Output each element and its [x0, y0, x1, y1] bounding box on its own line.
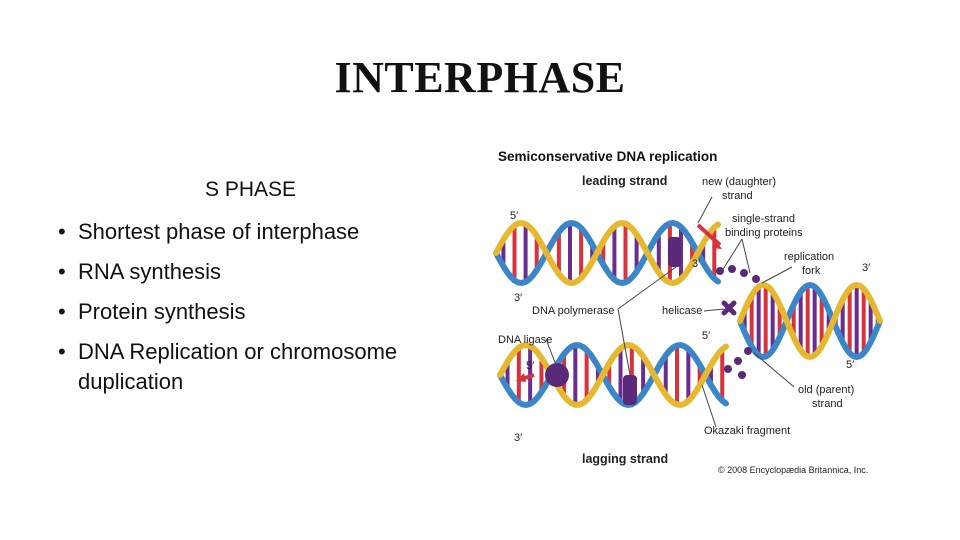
new-daughter-strand-label-2: strand [722, 190, 753, 202]
three-prime-label: 3′ [862, 262, 870, 274]
five-prime-label: 5′ [702, 330, 710, 342]
single-strand-label-1: single-strand [732, 213, 795, 225]
bullet-text: RNA synthesis [78, 259, 222, 284]
bullet-item: • Shortest phase of interphase [58, 217, 468, 247]
old-parent-strand-label-1: old (parent) [798, 384, 854, 396]
bullet-text: Protein synthesis [78, 299, 246, 324]
bullet-item: • DNA Replication or chromosome duplicati… [58, 337, 468, 397]
single-strand-label-2: binding proteins [725, 227, 803, 239]
bullet-glyph: • [58, 259, 66, 284]
bullet-text: DNA Replication or chromosome duplicatio… [78, 339, 398, 394]
bullet-item: • RNA synthesis [58, 257, 468, 287]
backbone-strand [493, 219, 721, 286]
new-daughter-strand-label-1: new (daughter) [702, 176, 776, 188]
slide-title: INTERPHASE [334, 53, 626, 102]
dna-ligase-shape [545, 363, 569, 387]
three-prime-label: 3′ [514, 292, 522, 304]
five-prime-label: 5′ [526, 360, 534, 372]
five-prime-label: 5′ [846, 359, 854, 371]
replication-fork-label-2: fork [802, 265, 821, 277]
dna-replication-figure: Semiconservative DNA replication leading… [492, 143, 884, 479]
bullet-text: Shortest phase of interphase [78, 219, 360, 244]
dna-polymerase-label: DNA polymerase [532, 305, 615, 317]
backbone-strand [497, 342, 729, 409]
dna-polymerase-top-shape [668, 237, 681, 267]
section-subheading: S PHASE [205, 178, 297, 201]
three-prime-label: 3′ [692, 258, 700, 270]
old-parent-strand-label-2: strand [812, 398, 843, 410]
leading-arrowhead [712, 241, 722, 249]
single-strand-binding-proteins [716, 265, 760, 379]
backbone-strand [737, 281, 883, 361]
three-prime-label: 3′ [514, 432, 522, 444]
backbone-strand [497, 341, 729, 408]
ligase-arrowhead [516, 373, 526, 382]
backbone-strand [737, 281, 883, 361]
lagging-strand-label: lagging strand [582, 452, 668, 466]
replication-fork-label-1: replication [784, 251, 834, 263]
leading-strand-label: leading strand [582, 174, 667, 188]
bullet-glyph: • [58, 339, 66, 364]
figure-title: Semiconservative DNA replication [498, 149, 717, 164]
parent-helix [737, 281, 883, 361]
leader-lines [545, 196, 795, 428]
backbone-strand [493, 220, 721, 287]
bullet-glyph: • [58, 299, 66, 324]
helicase-shape [721, 300, 737, 316]
dna-polymerase-bottom-shape [623, 375, 637, 405]
dna-ligase-label: DNA ligase [498, 334, 552, 346]
dna-replication-diagram: Semiconservative DNA replication leading… [493, 149, 883, 475]
copyright-label: © 2008 Encyclopædia Britannica, Inc. [718, 465, 868, 475]
helicase-label: helicase [662, 305, 702, 317]
bullet-glyph: • [58, 219, 66, 244]
okazaki-fragment-label: Okazaki fragment [704, 425, 790, 437]
bullet-list: • Shortest phase of interphase • RNA synth… [58, 217, 468, 407]
dna-helix-graphics [493, 219, 883, 409]
leading-helix [493, 219, 721, 287]
five-prime-label: 5′ [510, 210, 518, 222]
bullet-item: • Protein synthesis [58, 297, 468, 327]
